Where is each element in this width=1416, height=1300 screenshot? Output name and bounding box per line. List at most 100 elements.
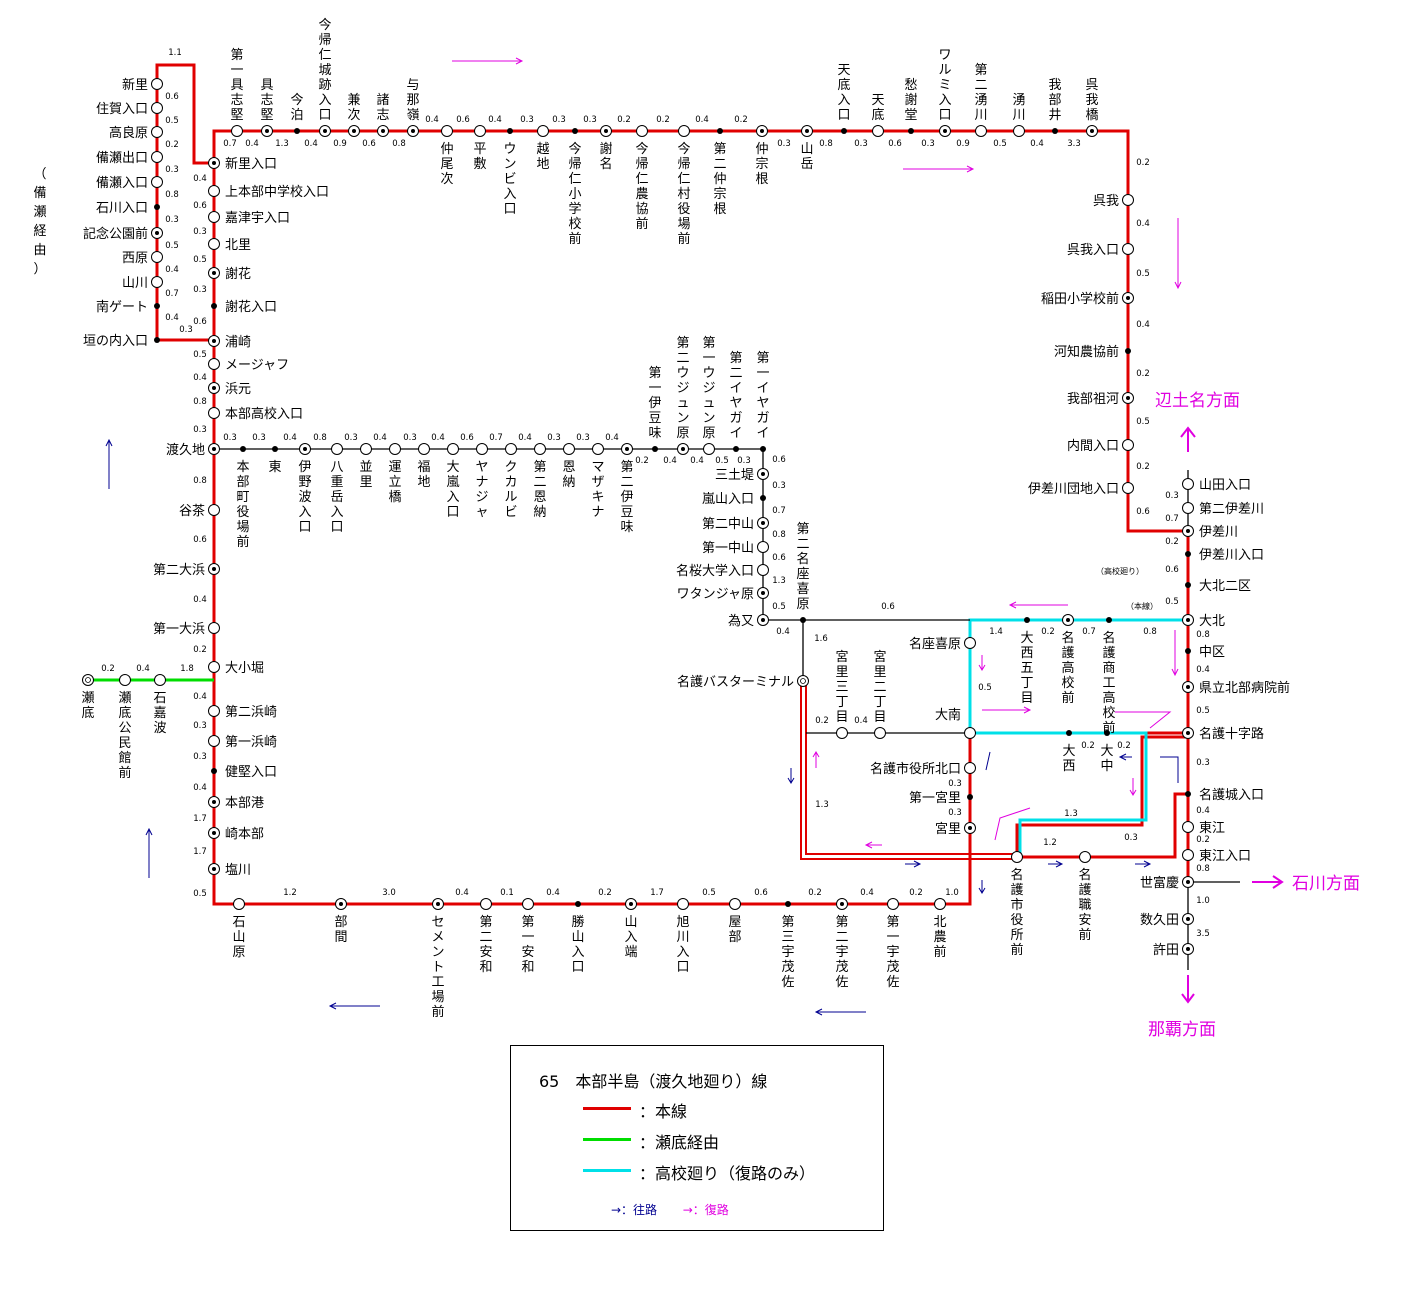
bus-stop-r14[interactable]: 数久田 [1140, 913, 1194, 928]
bus-stop-e2[interactable]: 呉我入口 [1067, 243, 1134, 258]
bus-stop-b13[interactable]: 北農前 [933, 898, 947, 961]
bus-stop-m8[interactable]: 大嵐入口 [446, 443, 460, 521]
bus-stop-e1[interactable]: 呉我 [1093, 194, 1134, 209]
bus-stop-v4[interactable]: 第一中山 [702, 541, 769, 556]
bus-stop-b7[interactable]: 山入端 [624, 898, 638, 961]
bus-stop-t2[interactable]: 具志堅 [260, 78, 274, 137]
bus-stop-b5[interactable]: 第一安和 [521, 898, 535, 976]
bus-stop-c9[interactable]: 名護商工高校前 [1102, 617, 1116, 736]
bus-stop-m4[interactable]: 八重岳入口 [330, 443, 344, 536]
bus-stop-m15[interactable]: 第一伊豆味 [648, 366, 662, 452]
bus-stop-t12[interactable]: 今帰仁小学校前 [568, 128, 582, 247]
bus-stop-m5[interactable]: 並里 [359, 443, 373, 491]
bus-stop-s2[interactable]: 住賀入口 [96, 102, 163, 117]
bus-stop-r10[interactable]: 名護城入口 [1185, 787, 1264, 803]
bus-stop-t16[interactable]: 第二仲宗根 [713, 128, 727, 217]
bus-stop-v3[interactable]: 第二中山 [702, 517, 769, 532]
bus-stop-w3[interactable]: 嘉津宇入口 [208, 211, 291, 226]
bus-stop-w14[interactable]: 第一大浜 [153, 622, 220, 637]
bus-stop-r4[interactable]: 伊差川入口 [1185, 548, 1264, 563]
bus-stop-r12[interactable]: 東江入口 [1182, 848, 1252, 864]
bus-stop-c8[interactable]: 名護高校前 [1061, 614, 1075, 707]
bus-stop-c6[interactable]: 名座喜原 [909, 636, 976, 652]
bus-stop-w16[interactable]: 第二浜崎 [208, 705, 278, 720]
bus-stop-b8[interactable]: 旭川入口 [676, 898, 690, 976]
bus-stop-w18[interactable]: 健堅入口 [211, 765, 277, 780]
bus-stop-v5[interactable]: 名桜大学入口 [676, 563, 769, 579]
bus-stop-s10[interactable]: 南ゲート [96, 299, 160, 315]
bus-stop-w15[interactable]: 大小堀 [208, 661, 265, 676]
bus-stop-t14[interactable]: 今帰仁農協前 [635, 125, 649, 233]
bus-stop-v1[interactable]: 三土堤 [715, 468, 769, 483]
bus-stop-s8[interactable]: 西原 [122, 251, 163, 266]
bus-stop-b12[interactable]: 第一宇茂佐 [886, 898, 900, 991]
bus-stop-t17[interactable]: 仲宗根 [755, 125, 769, 188]
bus-stop-s11[interactable]: 垣の内入口 [83, 333, 160, 349]
bus-stop-c5[interactable]: 大南 [935, 707, 976, 739]
bus-stop-s5[interactable]: 備瀬入口 [96, 175, 163, 191]
bus-stop-c2[interactable]: 名護バスターミナル [677, 674, 809, 690]
bus-stop-w4[interactable]: 北里 [208, 238, 252, 253]
bus-stop-t24[interactable]: 湧川 [1012, 92, 1026, 137]
bus-stop-t13[interactable]: 謝名 [599, 125, 613, 173]
bus-stop-m10[interactable]: クカルビ [504, 443, 518, 521]
bus-stop-w21[interactable]: 塩川 [208, 863, 252, 878]
bus-stop-r11[interactable]: 東江 [1182, 820, 1226, 836]
bus-stop-b4[interactable]: 第二安和 [479, 898, 493, 976]
bus-stop-t9[interactable]: 平敷 [473, 125, 487, 173]
bus-stop-c7[interactable]: 大西五丁目 [1020, 617, 1034, 706]
bus-stop-s6[interactable]: 石川入口 [96, 201, 160, 216]
bus-stop-s4[interactable]: 備瀬出口 [96, 150, 163, 166]
bus-stop-t5[interactable]: 兼次 [347, 93, 361, 137]
bus-stop-w5[interactable]: 謝花 [208, 266, 252, 282]
bus-stop-m7[interactable]: 福地 [417, 443, 431, 491]
bus-stop-t18[interactable]: 山岳 [800, 125, 814, 173]
bus-stop-t23[interactable]: 第二湧川 [974, 63, 988, 137]
bus-stop-t3[interactable]: 今泊 [290, 92, 304, 134]
bus-stop-c12[interactable]: 名護市役所北口 [870, 761, 976, 777]
bus-stop-r5[interactable]: 大北二区 [1185, 579, 1251, 594]
bus-stop-m1[interactable]: 本部町役場前 [236, 446, 250, 550]
bus-stop-m2[interactable]: 東 [268, 446, 282, 475]
bus-stop-t22[interactable]: ワルミ入口 [938, 48, 952, 137]
bus-stop-b9[interactable]: 屋部 [728, 898, 742, 946]
bus-stop-t11[interactable]: 越地 [536, 125, 550, 173]
bus-stop-c4[interactable]: 宮里二丁目 [873, 649, 887, 739]
bus-stop-t10[interactable]: ウンビ入口 [503, 128, 517, 217]
bus-stop-c13[interactable]: 第一宮里 [909, 790, 973, 806]
bus-stop-t20[interactable]: 天底 [871, 93, 885, 137]
bus-stop-g2[interactable]: 瀬底公民館前 [118, 674, 132, 782]
bus-stop-t21[interactable]: 愁謝堂 [904, 78, 918, 134]
bus-stop-c15[interactable]: 名護市役所前 [1010, 851, 1024, 959]
bus-stop-m6[interactable]: 運立橋 [388, 443, 402, 506]
bus-stop-v7[interactable]: 為又 [728, 613, 769, 629]
bus-stop-g1[interactable]: 瀬底 [81, 674, 95, 722]
bus-stop-e4[interactable]: 河知農協前 [1054, 344, 1131, 360]
bus-stop-e3[interactable]: 稲田小学校前 [1041, 291, 1134, 307]
bus-stop-w1[interactable]: 新里入口 [208, 156, 278, 172]
bus-stop-b11[interactable]: 第二宇茂佐 [835, 898, 849, 991]
bus-stop-r13[interactable]: 世富慶 [1140, 875, 1194, 891]
bus-stop-s9[interactable]: 山川 [122, 276, 163, 291]
bus-stop-r6[interactable]: 大北 [1182, 614, 1226, 629]
bus-stop-b10[interactable]: 第三宇茂佐 [781, 901, 795, 990]
bus-stop-g3[interactable]: 石嘉波 [153, 674, 167, 737]
bus-stop-r1[interactable]: 山田入口 [1182, 478, 1252, 493]
bus-stop-w7[interactable]: 浦崎 [208, 335, 252, 350]
bus-stop-w6[interactable]: 謝花入口 [211, 299, 277, 315]
bus-stop-w2[interactable]: 上本部中学校入口 [208, 184, 330, 200]
bus-stop-c10[interactable]: 大西 [1062, 730, 1076, 774]
bus-stop-e5[interactable]: 我部祖河 [1067, 392, 1134, 407]
bus-stop-w9[interactable]: 浜元 [208, 382, 252, 397]
bus-stop-w17[interactable]: 第一浜崎 [208, 735, 278, 750]
bus-stop-c1[interactable]: 第二名座喜原 [796, 522, 810, 623]
bus-stop-m17[interactable]: 第一ウジュン原 [702, 336, 716, 455]
bus-stop-t19[interactable]: 天底入口 [837, 63, 851, 134]
bus-stop-b2[interactable]: 部間 [334, 898, 348, 946]
bus-stop-s1[interactable]: 新里 [122, 77, 163, 93]
bus-stop-w20[interactable]: 崎本部 [208, 827, 265, 842]
bus-stop-v2[interactable]: 嵐山入口 [702, 492, 766, 507]
bus-stop-w13[interactable]: 第二大浜 [153, 563, 220, 578]
bus-stop-t7[interactable]: 与那嶺 [406, 78, 420, 137]
bus-stop-s3[interactable]: 高良原 [109, 125, 163, 141]
